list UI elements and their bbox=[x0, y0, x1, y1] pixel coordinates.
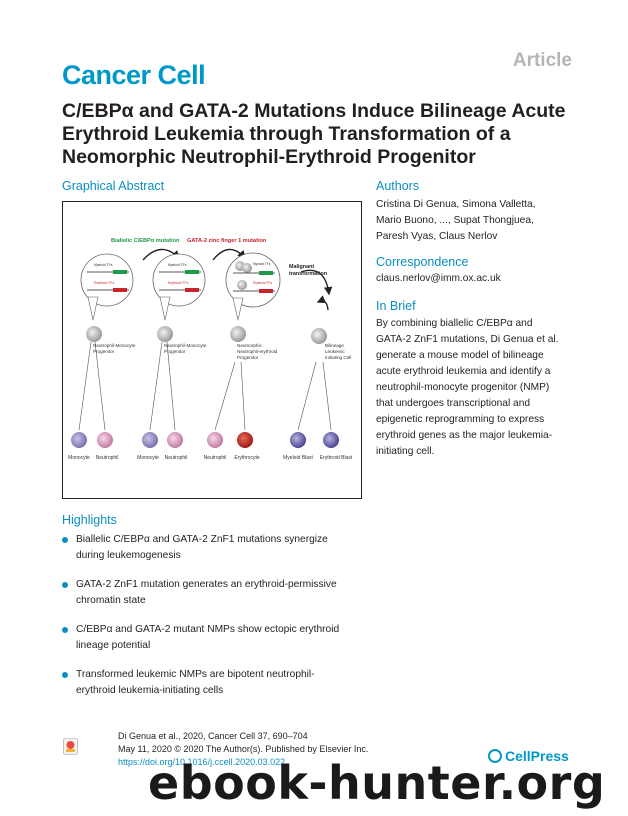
cell-label-erythrocyte: Erythrocyte bbox=[234, 455, 260, 461]
myeloid-tfs-label: Myeloid TFs bbox=[94, 263, 113, 267]
bullet-icon bbox=[62, 537, 68, 543]
watermark-text: ebook-hunter.org bbox=[148, 756, 606, 810]
authors-line: Mario Buono, ..., Supat Thongjuea, bbox=[376, 215, 534, 226]
in-brief-text: By combining biallelic C/EBPα and GATA-2… bbox=[376, 316, 606, 460]
bullet-icon bbox=[62, 627, 68, 633]
authors-line: Paresh Vyas, Claus Nerlov bbox=[376, 231, 498, 242]
in-brief-line: GATA-2 ZnF1 mutations, Di Genua et al. bbox=[376, 334, 559, 345]
highlight-line: chromatin state bbox=[76, 595, 146, 606]
progenitor-4-label: Initiating Cell bbox=[325, 355, 351, 360]
correspondence-email[interactable]: claus.nerlov@imm.ox.ac.uk bbox=[376, 273, 501, 284]
arrow-curved-4 bbox=[316, 295, 329, 311]
neutrophil-cell bbox=[167, 432, 183, 448]
myeloid-tfs-label: Myeloid TFs bbox=[253, 262, 271, 266]
in-brief-line: generate a mouse model of bilineage bbox=[376, 350, 544, 361]
highlight-line: Biallelic C/EBPα and GATA-2 ZnF1 mutatio… bbox=[76, 534, 328, 545]
cell-label-neutrophil: Neutrophil bbox=[204, 455, 227, 461]
progenitor-cell-4 bbox=[311, 328, 327, 344]
crossmark-icon[interactable] bbox=[63, 738, 78, 755]
progenitor-2-label: Progenitor bbox=[164, 349, 186, 354]
cell-label-neutrophil: Neutrophil bbox=[96, 455, 119, 461]
erythroid-tfs-label: Erythroid TFs bbox=[94, 281, 115, 285]
correspondence-heading: Correspondence bbox=[376, 255, 469, 269]
in-brief-line: initiating cell. bbox=[376, 446, 435, 457]
progenitor-4-label: Leukemic bbox=[325, 349, 345, 354]
transcription-bubble-1: Myeloid TFs Erythroid TFs bbox=[80, 253, 134, 321]
article-title: C/EBPα and GATA-2 Mutations Induce Bilin… bbox=[62, 100, 566, 168]
authors-line: Cristina Di Genua, Simona Valletta, bbox=[376, 199, 536, 210]
label-gata2-mutation: GATA-2 zinc finger 1 mutation bbox=[187, 238, 267, 244]
cell-label-monocyte: Monocyte bbox=[137, 455, 159, 461]
citation-line: Di Genua et al., 2020, Cancer Cell 37, 6… bbox=[118, 731, 308, 741]
progenitor-1-label: Progenitor bbox=[93, 349, 115, 354]
progenitor-3-label: Neutrophil-erythroid bbox=[237, 349, 278, 354]
in-brief-line: acute erythroid leukemia and identify a bbox=[376, 366, 551, 377]
graphical-abstract-figure: Biallelic C/EBPα mutation GATA-2 zinc fi… bbox=[62, 201, 362, 499]
doi-link[interactable]: https://doi.org/10.1016/j.ccell.2020.03.… bbox=[118, 757, 286, 767]
arrow-curved-3 bbox=[300, 269, 333, 296]
highlight-item: C/EBPα and GATA-2 mutant NMPs show ectop… bbox=[62, 622, 362, 654]
erythroid-tfs-label: Erythroid TFs bbox=[168, 281, 189, 285]
in-brief-line: that undergoes transcriptional and bbox=[376, 398, 531, 409]
in-brief-heading: In Brief bbox=[376, 299, 416, 313]
citation-line: May 11, 2020 © 2020 The Author(s). Publi… bbox=[118, 744, 369, 754]
journal-name: Cancer Cell bbox=[62, 60, 206, 90]
myeloid-blast-cell bbox=[290, 432, 306, 448]
graphical-abstract-diagram: Biallelic C/EBPα mutation GATA-2 zinc fi… bbox=[68, 238, 353, 461]
differentiation-lines bbox=[78, 341, 332, 431]
label-biallelic-mutation: Biallelic C/EBPα mutation bbox=[111, 238, 180, 244]
highlights-heading: Highlights bbox=[62, 513, 117, 527]
highlight-item: Transformed leukemic NMPs are bipotent n… bbox=[62, 667, 362, 699]
cell-label-erythroid-blast: Erythroid Blast bbox=[320, 455, 353, 461]
progenitor-3-label: Progenitor bbox=[237, 355, 259, 360]
authors-heading: Authors bbox=[376, 179, 420, 193]
highlight-line: during leukemogenesis bbox=[76, 550, 181, 561]
highlight-line: erythroid leukemia-initiating cells bbox=[76, 685, 224, 696]
neutrophil-cell bbox=[207, 432, 223, 448]
progenitor-2-label: Neutrophil-Monocyte bbox=[164, 343, 207, 348]
graphical-abstract-heading: Graphical Abstract bbox=[62, 179, 165, 193]
highlight-line: Transformed leukemic NMPs are bipotent n… bbox=[76, 669, 315, 680]
highlight-line: GATA-2 ZnF1 mutation generates an erythr… bbox=[76, 579, 337, 590]
progenitor-3-label: Neomorphic bbox=[237, 343, 262, 348]
progenitor-cell-1 bbox=[86, 326, 102, 342]
progenitor-4-label: Bilineage bbox=[325, 343, 344, 348]
highlight-line: C/EBPα and GATA-2 mutant NMPs show ectop… bbox=[76, 624, 340, 635]
label-transformation: transformation bbox=[289, 271, 327, 277]
in-brief-line: neutrophil-monocyte progenitor (NMP) bbox=[376, 382, 550, 393]
highlight-item: Biallelic C/EBPα and GATA-2 ZnF1 mutatio… bbox=[62, 532, 362, 564]
progenitor-cell-3 bbox=[230, 326, 246, 342]
cell-label-neutrophil: Neutrophil bbox=[165, 455, 188, 461]
article-type-label: Article bbox=[512, 50, 572, 71]
publisher-name: CellPress bbox=[505, 748, 569, 764]
erythroid-tfs-label: Erythroid TFs bbox=[253, 281, 272, 285]
label-malignant: Malignant bbox=[289, 264, 314, 270]
in-brief-line: erythroid genes as the major leukemia- bbox=[376, 430, 553, 441]
erythrocyte-cell bbox=[237, 432, 253, 448]
transcription-bubble-2: Myeloid TFs Erythroid TFs bbox=[152, 253, 206, 321]
myeloid-tfs-label: Myeloid TFs bbox=[168, 263, 187, 267]
monocyte-cell bbox=[71, 432, 87, 448]
in-brief-line: epigenetic reprogramming to express bbox=[376, 414, 545, 425]
erythroid-blast-cell bbox=[323, 432, 339, 448]
highlight-item: GATA-2 ZnF1 mutation generates an erythr… bbox=[62, 577, 362, 609]
transcription-bubble-3: Myeloid TFs Erythroid TFs bbox=[225, 252, 281, 321]
authors-list: Cristina Di Genua, Simona Valletta, Mari… bbox=[376, 197, 606, 245]
citation-block: Di Genua et al., 2020, Cancer Cell 37, 6… bbox=[118, 730, 368, 769]
bullet-icon bbox=[62, 582, 68, 588]
progenitor-1-label: Neutrophil-Monocyte bbox=[93, 343, 136, 348]
cell-label-myeloid-blast: Myeloid Blast bbox=[283, 455, 313, 461]
cell-label-monocyte: Monocyte bbox=[68, 455, 90, 461]
in-brief-line: By combining biallelic C/EBPα and bbox=[376, 318, 533, 329]
progenitor-cell-2 bbox=[157, 326, 173, 342]
bullet-icon bbox=[62, 672, 68, 678]
neutrophil-cell bbox=[97, 432, 113, 448]
highlight-line: lineage potential bbox=[76, 640, 151, 651]
monocyte-cell bbox=[142, 432, 158, 448]
highlights-list: Biallelic C/EBPα and GATA-2 ZnF1 mutatio… bbox=[62, 532, 362, 712]
cellpress-logo-icon bbox=[488, 749, 502, 763]
cellpress-logo: CellPress bbox=[488, 748, 569, 764]
